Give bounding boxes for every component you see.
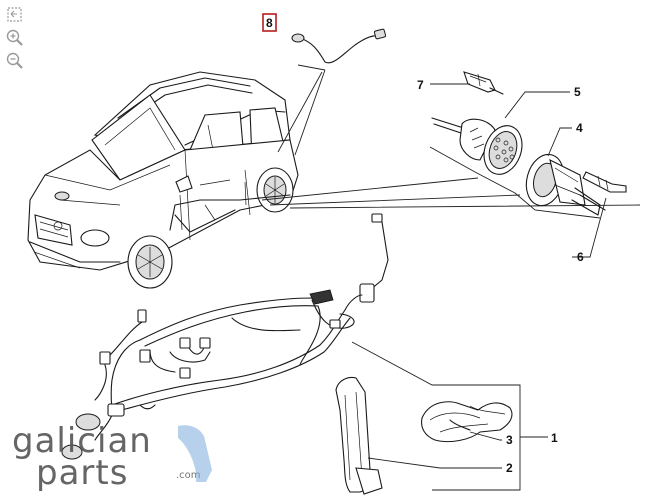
callout-8-selected[interactable]: 8: [262, 13, 277, 32]
part-5-connector[interactable]: [431, 117, 528, 180]
part-2-cable-channel[interactable]: [335, 376, 383, 495]
watermark-logo-shape: [178, 425, 212, 482]
rear-wheel: [256, 167, 294, 213]
callout-6[interactable]: 6: [577, 250, 584, 264]
part-7-terminal[interactable]: [463, 71, 504, 95]
part-6-pin[interactable]: [582, 171, 627, 193]
callout-2[interactable]: 2: [506, 461, 513, 475]
car-illustration: [27, 71, 299, 289]
callout-4[interactable]: 4: [576, 121, 583, 135]
callout-7[interactable]: 7: [417, 78, 424, 92]
part-3-harness-bundle[interactable]: [421, 401, 513, 443]
zoom-out-icon[interactable]: [5, 51, 25, 71]
watermark-line-1: galician: [12, 421, 152, 461]
main-wiring-harness[interactable]: [61, 213, 389, 460]
watermark-suffix: .com: [176, 470, 201, 481]
part-4-socket[interactable]: [521, 150, 606, 216]
front-wheel: [127, 235, 173, 289]
part-8-cable[interactable]: [291, 28, 387, 64]
fit-screen-icon[interactable]: [5, 5, 25, 25]
callout-1[interactable]: 1: [551, 431, 558, 445]
viewer-toolbar: [5, 5, 27, 74]
galicianparts-watermark: galician parts .com: [12, 421, 212, 493]
svg-text:8: 8: [266, 16, 273, 30]
zoom-in-icon[interactable]: [5, 28, 25, 48]
callout-5[interactable]: 5: [574, 85, 581, 99]
watermark-line-2: parts: [36, 453, 128, 493]
callout-3[interactable]: 3: [506, 433, 513, 447]
